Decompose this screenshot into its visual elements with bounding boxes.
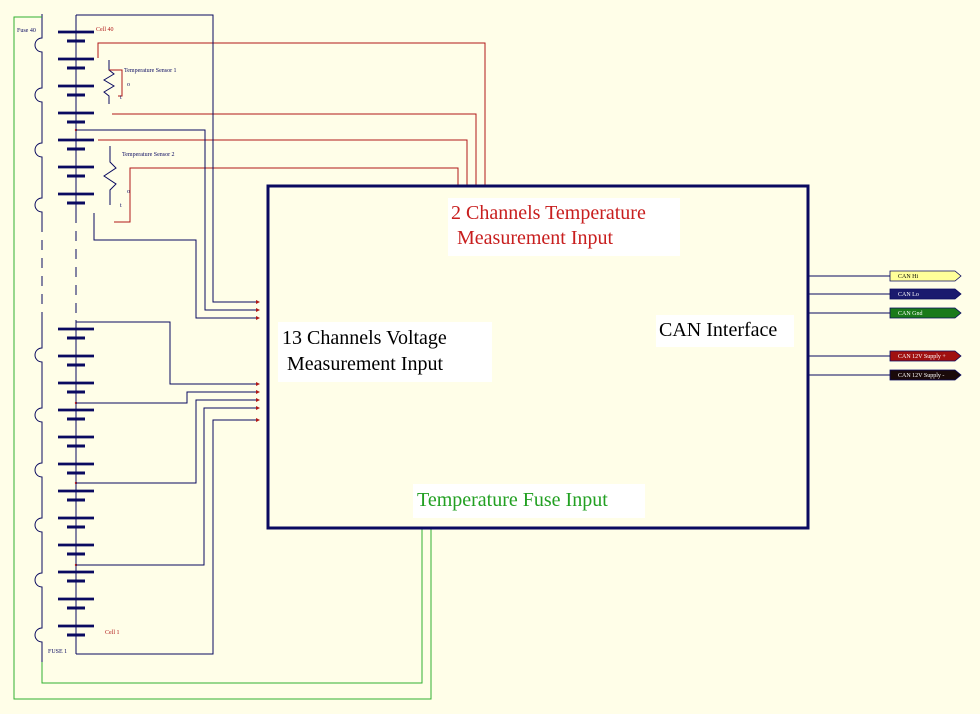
sensor-1-pin-b: t bbox=[120, 95, 122, 101]
can-connector: CAN 12V Supply - bbox=[889, 369, 962, 381]
can-connector-label: CAN 12V Supply + bbox=[898, 354, 946, 360]
pin-marker bbox=[256, 406, 260, 410]
can-connector-label: CAN 12V Supply - bbox=[898, 373, 944, 379]
temperature-wires bbox=[97, 42, 486, 223]
temperature-sensor-2 bbox=[103, 146, 117, 205]
voltage-input-title: 13 Channels Voltage bbox=[282, 327, 447, 349]
fuse-40-label: Fuse 40 bbox=[17, 28, 36, 34]
pin-marker bbox=[256, 382, 260, 386]
temperature-label-box bbox=[448, 198, 680, 256]
fuse-chain-wire bbox=[34, 14, 43, 662]
can-connector-tag bbox=[889, 350, 962, 362]
can-connector-tag bbox=[889, 369, 962, 381]
pin-marker bbox=[256, 418, 260, 422]
sensor-2-pin-a: o bbox=[127, 189, 130, 195]
temperature-input-title: 2 Channels Temperature bbox=[451, 202, 646, 224]
can-connector: CAN Hi bbox=[889, 270, 962, 282]
pin-marker bbox=[256, 316, 260, 320]
pin-marker bbox=[256, 390, 260, 394]
fuse-input-wires bbox=[13, 16, 432, 700]
can-connector: CAN Gnd bbox=[889, 307, 962, 319]
voltage-input-subtitle: Measurement Input bbox=[287, 353, 444, 375]
sensor-2-pin-b: t bbox=[120, 203, 122, 209]
can-connector: CAN Lo bbox=[889, 288, 962, 300]
can-connector-tag bbox=[889, 270, 962, 282]
cell-stack bbox=[58, 15, 94, 654]
temperature-input-subtitle: Measurement Input bbox=[457, 227, 614, 249]
cell-40-label: Cell 40 bbox=[96, 27, 114, 33]
sensor-1-pin-a: o bbox=[127, 82, 130, 88]
can-interface-label: CAN Interface bbox=[659, 319, 777, 341]
pin-marker bbox=[256, 308, 260, 312]
fuse-1-label: FUSE 1 bbox=[48, 649, 67, 655]
fuse-chain bbox=[34, 14, 44, 662]
fuse-input-label: Temperature Fuse Input bbox=[417, 489, 608, 511]
cell-1-label: Cell 1 bbox=[105, 630, 120, 636]
can-label-box bbox=[656, 315, 794, 347]
input-pin-markers bbox=[256, 300, 260, 422]
sensor-2-label: Temperature Sensor 2 bbox=[122, 152, 175, 158]
can-connector-label: CAN Hi bbox=[898, 274, 919, 280]
sensor-1-label: Temperature Sensor 1 bbox=[124, 68, 177, 74]
can-connector-label: CAN Lo bbox=[898, 292, 919, 298]
pin-marker bbox=[256, 300, 260, 304]
can-connector-label: CAN Gnd bbox=[898, 311, 923, 317]
temperature-sensor-1 bbox=[103, 60, 115, 104]
can-connector: CAN 12V Supply + bbox=[889, 350, 962, 362]
pin-marker bbox=[256, 398, 260, 402]
can-connector-tag bbox=[889, 307, 962, 319]
can-connector-tag bbox=[889, 288, 962, 300]
can-output-wires bbox=[808, 275, 890, 376]
fuse-label-box bbox=[413, 484, 645, 518]
voltage-wires bbox=[76, 14, 258, 655]
voltage-label-box bbox=[278, 322, 492, 382]
measurement-module-block bbox=[266, 184, 810, 530]
